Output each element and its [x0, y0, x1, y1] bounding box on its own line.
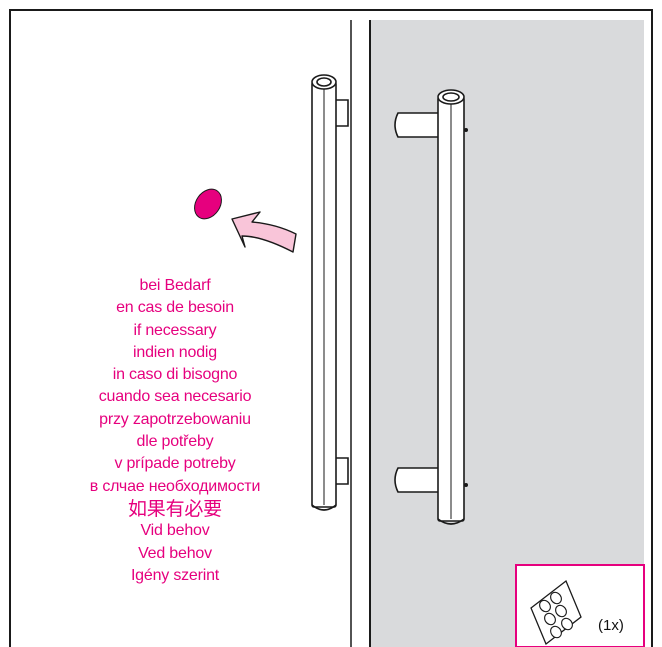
- caption-pl: przy zapotrzebowaniu: [99, 410, 251, 428]
- placement-arrow-icon: [231, 211, 297, 253]
- caption-hu: Igény szerint: [130, 566, 220, 584]
- caption-es: cuando sea necesario: [98, 388, 252, 406]
- caption-sk: v prípade potreby: [114, 455, 236, 473]
- caption-nl: indien nodig: [133, 343, 217, 361]
- multilingual-caption: bei Bedarf en cas de besoin if necessary…: [55, 275, 295, 587]
- caption-da: Ved behov: [138, 544, 212, 562]
- right-handle: [394, 89, 468, 525]
- accessory-quantity-label: (1x): [598, 617, 624, 634]
- bumper-sheet-icon: [530, 579, 582, 646]
- caption-cs: dle potřeby: [136, 433, 214, 451]
- caption-fr: en cas de besoin: [116, 299, 234, 317]
- bumper-dot: [194, 188, 222, 220]
- caption-ru: в слчае необходимости: [89, 477, 261, 495]
- caption-sv: Vid behov: [140, 522, 210, 540]
- caption-zh: 如果有必要: [127, 497, 222, 520]
- caption-en: if necessary: [133, 321, 217, 339]
- diagram-frame: [9, 9, 653, 647]
- left-handle: [311, 74, 349, 511]
- caption-it: in caso di bisogno: [112, 366, 238, 384]
- caption-de: bei Bedarf: [139, 277, 211, 294]
